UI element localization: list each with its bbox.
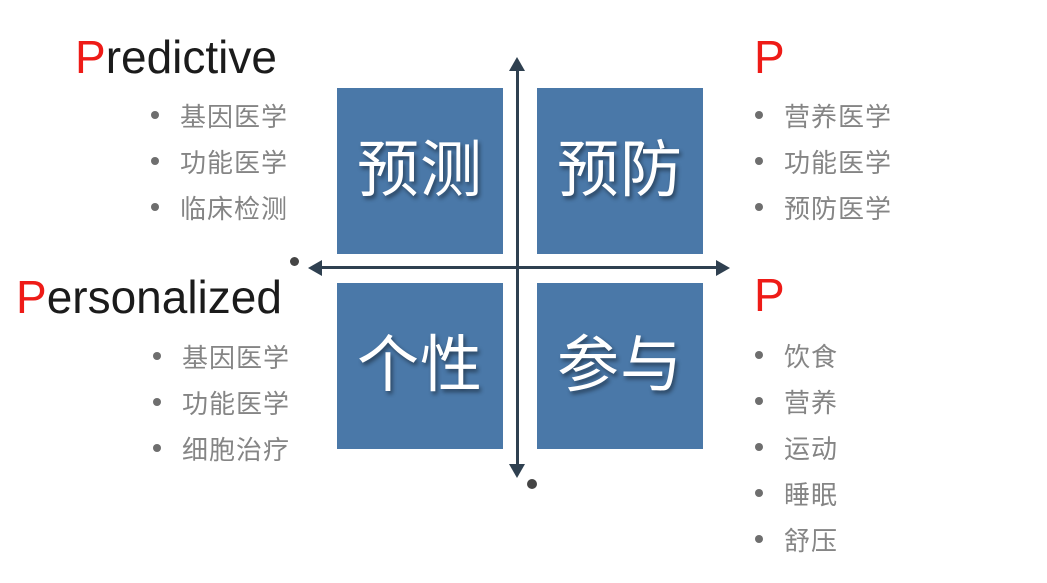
list-personalized: 基因医学 功能医学 细胞治疗 bbox=[153, 333, 290, 471]
bullet-icon bbox=[755, 443, 763, 451]
quadrant-box-prevent: 预防 bbox=[537, 88, 703, 254]
bullet-icon bbox=[755, 203, 763, 211]
list-item-label: 功能医学 bbox=[182, 388, 291, 419]
list-item-label: 运动 bbox=[784, 433, 839, 464]
list-item-label: 基因医学 bbox=[180, 101, 289, 132]
heading-predictive-rest: redictive bbox=[105, 31, 277, 83]
bullet-icon bbox=[755, 157, 763, 165]
list-item-label: 功能医学 bbox=[180, 147, 289, 178]
list-item: 饮食 bbox=[755, 332, 838, 378]
quadrant-label-predict: 预测 bbox=[356, 136, 483, 205]
quadrant-box-predict: 预测 bbox=[337, 88, 503, 254]
list-item: 基因医学 bbox=[153, 333, 290, 379]
heading-personalized: Personalized bbox=[16, 274, 282, 320]
list-item: 临床检测 bbox=[151, 184, 288, 230]
list-item-label: 饮食 bbox=[784, 341, 839, 372]
heading-participatory: P bbox=[754, 272, 785, 318]
quadrant-label-participate: 参与 bbox=[556, 331, 683, 400]
list-item: 营养 bbox=[755, 378, 838, 424]
list-item: 功能医学 bbox=[153, 379, 290, 425]
list-item: 细胞治疗 bbox=[153, 425, 290, 471]
bullet-icon bbox=[755, 111, 763, 119]
quadrant-box-personal: 个性 bbox=[337, 283, 503, 449]
horizontal-axis-line bbox=[318, 266, 718, 269]
arrow-left-icon bbox=[308, 260, 322, 276]
bullet-icon bbox=[151, 203, 159, 211]
list-item-label: 营养医学 bbox=[784, 101, 893, 132]
heading-preventive: P bbox=[754, 34, 785, 80]
list-item-label: 预防医学 bbox=[784, 193, 893, 224]
quadrant-label-prevent: 预防 bbox=[556, 136, 683, 205]
list-item: 功能医学 bbox=[151, 138, 288, 184]
list-item: 功能医学 bbox=[755, 138, 892, 184]
quadrant-box-participate: 参与 bbox=[537, 283, 703, 449]
list-item-label: 睡眠 bbox=[784, 479, 839, 510]
list-item-label: 临床检测 bbox=[180, 193, 289, 224]
quadrant-label-personal: 个性 bbox=[356, 331, 483, 400]
bullet-icon bbox=[153, 352, 161, 360]
bullet-icon bbox=[151, 157, 159, 165]
bullet-icon bbox=[153, 398, 161, 406]
bullet-icon bbox=[755, 397, 763, 405]
bottom-axis-dot bbox=[527, 479, 537, 489]
arrow-right-icon bbox=[716, 260, 730, 276]
list-item: 运动 bbox=[755, 424, 838, 470]
list-item: 舒压 bbox=[755, 516, 838, 562]
list-item: 基因医学 bbox=[151, 92, 288, 138]
list-item-label: 细胞治疗 bbox=[182, 434, 291, 465]
list-item: 预防医学 bbox=[755, 184, 892, 230]
list-item-label: 舒压 bbox=[784, 525, 839, 556]
arrow-up-icon bbox=[509, 57, 525, 71]
list-item: 睡眠 bbox=[755, 470, 838, 516]
list-item-label: 基因医学 bbox=[182, 342, 291, 373]
heading-personalized-rest: ersonalized bbox=[46, 271, 282, 323]
heading-personalized-initial: P bbox=[16, 271, 47, 323]
left-axis-dot bbox=[290, 257, 299, 266]
arrow-down-icon bbox=[509, 464, 525, 478]
list-item-label: 功能医学 bbox=[784, 147, 893, 178]
bullet-icon bbox=[151, 111, 159, 119]
bullet-icon bbox=[755, 489, 763, 497]
list-predictive: 基因医学 功能医学 临床检测 bbox=[151, 92, 288, 230]
bullet-icon bbox=[755, 351, 763, 359]
list-participatory: 饮食 营养 运动 睡眠 舒压 bbox=[755, 332, 838, 562]
list-item-label: 营养 bbox=[784, 387, 839, 418]
bullet-icon bbox=[755, 535, 763, 543]
bullet-icon bbox=[153, 444, 161, 452]
heading-preventive-initial: P bbox=[754, 31, 785, 83]
heading-predictive-initial: P bbox=[75, 31, 106, 83]
heading-participatory-initial: P bbox=[754, 269, 785, 321]
heading-predictive: Predictive bbox=[75, 34, 277, 80]
list-preventive: 营养医学 功能医学 预防医学 bbox=[755, 92, 892, 230]
list-item: 营养医学 bbox=[755, 92, 892, 138]
